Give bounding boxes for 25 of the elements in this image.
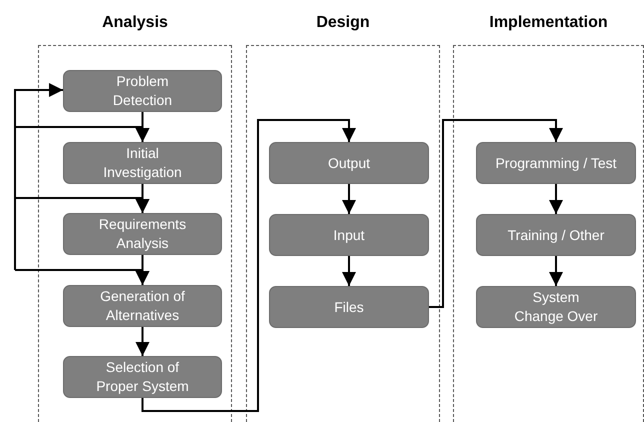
- process-box: Generation of Alternatives: [63, 285, 222, 327]
- process-box: Initial Investigation: [63, 142, 222, 184]
- arrow: [15, 126, 150, 142]
- arrow: [15, 269, 150, 285]
- process-box: Selection of Proper System: [63, 356, 222, 398]
- arrow: [14, 83, 63, 270]
- process-box: System Change Over: [476, 286, 636, 328]
- arrow: [15, 197, 150, 213]
- process-box: Input: [269, 214, 429, 256]
- process-box: Requirements Analysis: [63, 213, 222, 255]
- process-box: Training / Other: [476, 214, 636, 256]
- process-box: Files: [269, 286, 429, 328]
- arrow: [142, 119, 356, 412]
- stage-title: Implementation: [488, 14, 609, 32]
- arrow: [429, 119, 563, 308]
- stage-title: Design: [315, 14, 371, 32]
- arrow: [136, 327, 150, 356]
- process-box: Problem Detection: [63, 70, 222, 112]
- process-box: Output: [269, 142, 429, 184]
- process-box: Programming / Test: [476, 142, 636, 184]
- arrow: [549, 256, 563, 286]
- arrow: [342, 256, 356, 286]
- arrow: [549, 184, 563, 214]
- arrow: [342, 184, 356, 214]
- stage-title: Analysis: [101, 14, 169, 32]
